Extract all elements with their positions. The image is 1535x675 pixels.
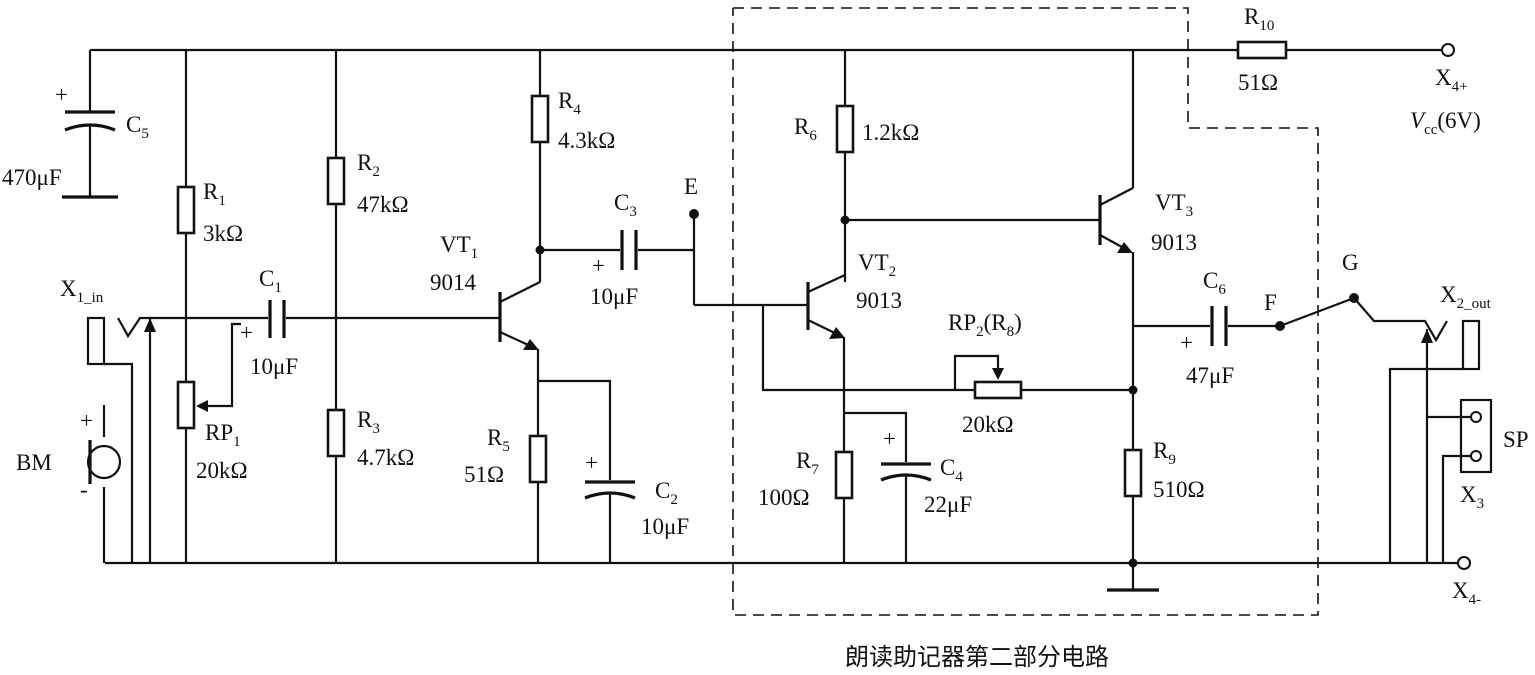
r5-label: R5 <box>487 425 510 455</box>
figure-caption: 朗读助记器第二部分电路 <box>845 643 1109 671</box>
vt2-label: VT2 <box>858 250 896 280</box>
wire-e-to-vt2 <box>692 214 807 307</box>
transistor-vt2 <box>806 274 846 452</box>
vcc-label: Vcc(6V) <box>1410 108 1481 138</box>
resistor-r7 <box>834 450 854 563</box>
c5-polarity: + <box>55 82 68 107</box>
vt3-label: VT3 <box>1155 190 1193 220</box>
resistor-r9 <box>1107 448 1159 592</box>
c5-value: 470μF <box>2 165 62 190</box>
vt1-type: 9014 <box>430 270 477 295</box>
x3-label: X3 <box>1460 482 1484 512</box>
c1-value: 10μF <box>250 354 298 379</box>
r4-value: 4.3kΩ <box>558 128 615 153</box>
r9-value: 510Ω <box>1153 477 1205 502</box>
x4m-label: X4- <box>1452 578 1481 608</box>
node-e <box>689 209 699 219</box>
capacitor-c5 <box>62 50 118 199</box>
node-e-label: E <box>684 174 698 199</box>
speaker-connector-x3 <box>1427 398 1493 563</box>
transistor-vt3 <box>1098 50 1135 450</box>
c3-label: C3 <box>614 190 637 220</box>
c6-value: 47μF <box>1186 363 1234 388</box>
r7-label: R7 <box>796 448 819 478</box>
c3-value: 10μF <box>590 284 638 309</box>
c2-label: C2 <box>655 478 678 508</box>
node-ground <box>1128 558 1138 568</box>
c4-label: C4 <box>940 455 963 485</box>
r6-value: 1.2kΩ <box>862 120 919 145</box>
c3-polarity: + <box>592 253 605 278</box>
r9-label: R9 <box>1153 438 1176 468</box>
node-g-label: G <box>1342 250 1359 275</box>
r10-value: 51Ω <box>1238 70 1278 95</box>
c2-value: 10μF <box>641 514 689 539</box>
r4-label: R4 <box>558 88 581 118</box>
x2-label: X2_out <box>1440 282 1492 312</box>
rp1-value: 20kΩ <box>196 458 248 483</box>
terminal-x4-plus <box>1441 43 1455 57</box>
capacitor-c1 <box>186 300 499 338</box>
c1-polarity: + <box>240 320 253 345</box>
resistor-r4 <box>530 50 550 282</box>
terminal-x4-minus <box>1457 556 1471 570</box>
rp2-value: 20kΩ <box>962 412 1014 437</box>
x1-label: X1_in <box>60 276 104 306</box>
resistor-r6 <box>835 50 855 282</box>
module-boundary <box>732 7 1319 616</box>
capacitor-c3 <box>540 230 694 270</box>
resistor-r3 <box>326 408 346 563</box>
resistor-r1 <box>176 50 196 382</box>
r6-label: R6 <box>794 114 817 144</box>
capacitor-c4 <box>844 411 932 563</box>
bm-minus: - <box>80 477 88 502</box>
rp2-label: RP2(R8) <box>948 310 1022 340</box>
c6-label: C6 <box>1203 268 1226 298</box>
potentiometer-rp2 <box>761 305 1133 400</box>
r5-value: 51Ω <box>464 462 504 487</box>
r10-label: R10 <box>1244 4 1274 34</box>
c5-label: C5 <box>126 112 149 142</box>
r7-value: 100Ω <box>758 485 810 510</box>
c2-polarity: + <box>585 450 598 475</box>
x4p-label: X4+ <box>1435 65 1468 95</box>
vt2-type: 9013 <box>856 288 902 313</box>
r1-value: 3kΩ <box>203 221 243 246</box>
c1-label: C1 <box>259 266 282 296</box>
r2-label: R2 <box>357 150 380 180</box>
capacitor-c6 <box>1133 306 1280 346</box>
resistor-r5 <box>528 434 548 563</box>
vt3-type: 9013 <box>1151 230 1197 255</box>
potentiometer-rp1 <box>176 322 241 563</box>
r2-value: 47kΩ <box>357 192 409 217</box>
resistor-r2 <box>326 50 346 410</box>
vt1-label: VT1 <box>440 232 478 262</box>
c4-polarity: + <box>883 426 896 451</box>
switch-blade <box>1279 296 1355 328</box>
rp1-label: RP1 <box>205 420 241 450</box>
transistor-vt1 <box>498 281 541 436</box>
bm-plus: + <box>80 408 93 433</box>
microphone-bm <box>86 440 122 484</box>
r3-value: 4.7kΩ <box>357 445 414 470</box>
r3-label: R3 <box>357 407 380 437</box>
c4-value: 22μF <box>924 492 972 517</box>
capacitor-c2 <box>538 379 636 563</box>
bm-label: BM <box>16 450 52 475</box>
output-jack-x2 <box>1353 297 1481 563</box>
node-f-label: F <box>1264 290 1277 315</box>
r1-label: R1 <box>203 179 226 209</box>
resistor-r10 <box>1236 40 1288 60</box>
sp-label: SP <box>1503 427 1529 452</box>
input-jack-x1 <box>86 316 186 563</box>
c6-polarity: + <box>1180 330 1193 355</box>
